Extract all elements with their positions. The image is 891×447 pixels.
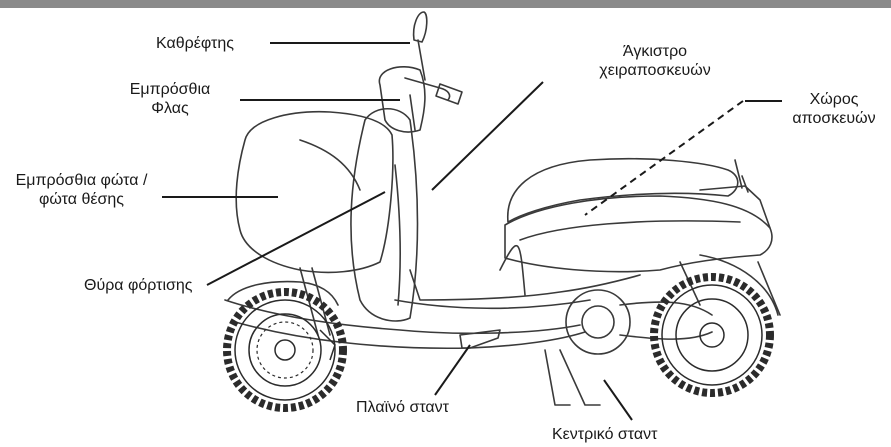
label-headlight-line2: φώτα θέσης bbox=[4, 190, 159, 209]
label-front-indicator-line1: Εμπρόσθια bbox=[110, 80, 230, 99]
label-front-indicator: Εμπρόσθια Φλας bbox=[110, 80, 230, 118]
rear-fender-tip bbox=[758, 262, 780, 315]
front-leg-shield bbox=[351, 109, 418, 321]
label-storage: Χώρος αποσκευών bbox=[784, 90, 884, 128]
label-mirror: Καθρέφτης bbox=[156, 34, 234, 53]
mirror-head bbox=[414, 12, 427, 42]
label-bag-hook-line2: χειραποσκευών bbox=[580, 61, 730, 80]
label-center-stand: Κεντρικό σταντ bbox=[552, 425, 657, 444]
label-side-stand: Πλαϊνό σταντ bbox=[356, 398, 449, 417]
label-headlight-line1: Εμπρόσθια φώτα / bbox=[4, 171, 159, 190]
rear-wheel bbox=[654, 277, 770, 393]
label-charging-port: Θύρα φόρτισης bbox=[84, 276, 193, 295]
label-storage-line2: αποσκευών bbox=[784, 109, 884, 128]
front-cover bbox=[236, 112, 393, 273]
label-front-indicator-line2: Φλας bbox=[110, 99, 230, 118]
charging-port-leader bbox=[207, 192, 385, 285]
handlebar bbox=[405, 78, 450, 100]
label-headlight: Εμπρόσθια φώτα / φώτα θέσης bbox=[4, 171, 159, 209]
motor-hub bbox=[566, 290, 630, 354]
center-stand-shape bbox=[545, 350, 600, 405]
label-bag-hook-line1: Άγκιστρο bbox=[580, 42, 730, 61]
front-wheel bbox=[227, 292, 343, 408]
center-stand-leader bbox=[604, 380, 632, 420]
side-stand-leader bbox=[435, 345, 470, 395]
label-bag-hook: Άγκιστρο χειραποσκευών bbox=[580, 42, 730, 80]
label-storage-line1: Χώρος bbox=[784, 90, 884, 109]
lower-frame bbox=[225, 300, 580, 333]
